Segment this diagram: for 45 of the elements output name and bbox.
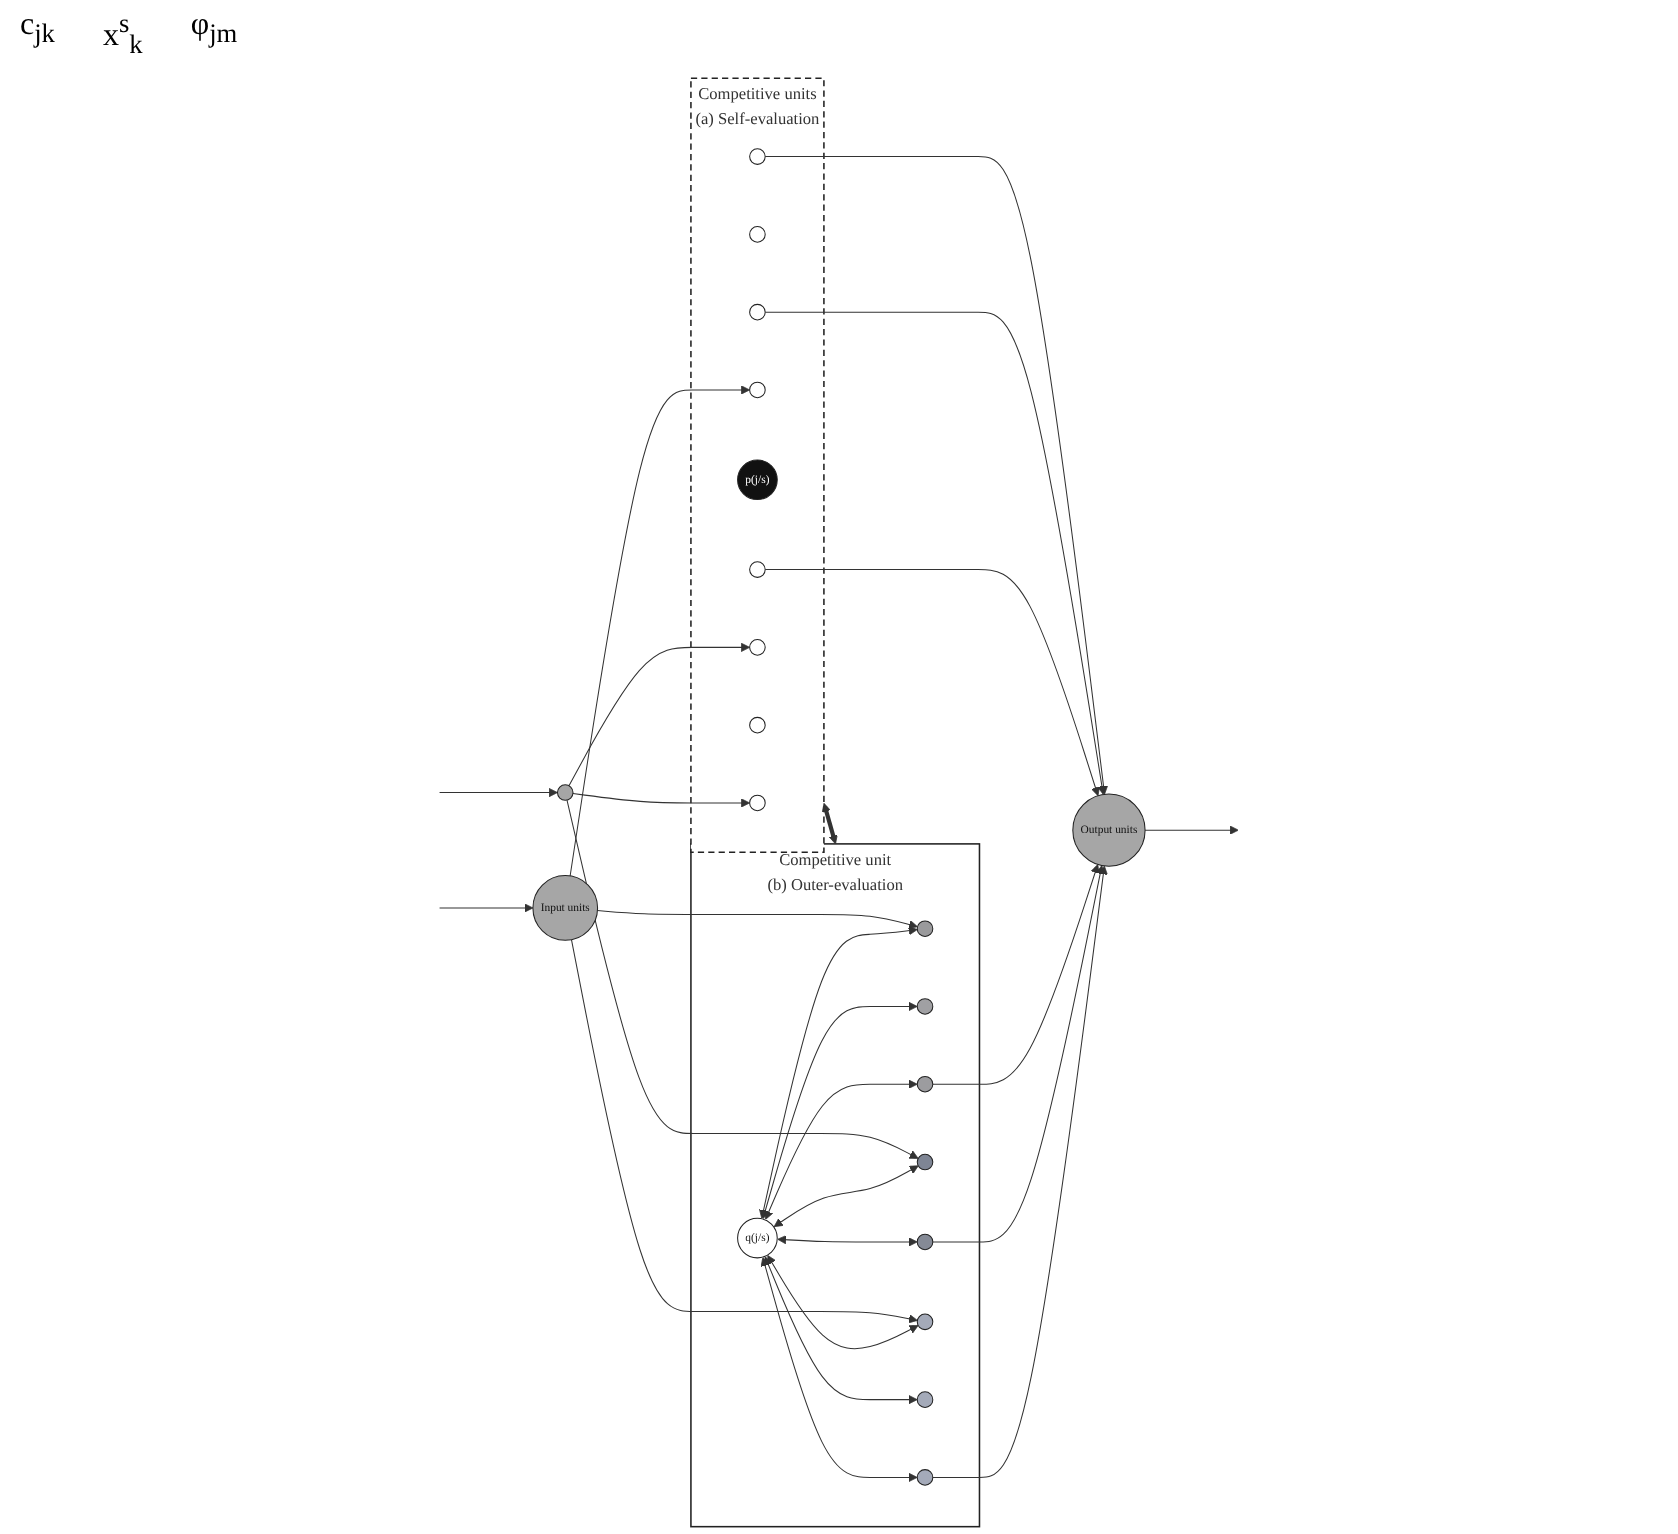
node-circle — [556, 783, 574, 800]
node-circle — [916, 1312, 934, 1330]
arrow — [439, 787, 558, 797]
node-circle — [749, 560, 766, 577]
math-label: c$_{jk}$ — [20, 8, 55, 53]
arrow — [572, 792, 751, 807]
node-circle — [749, 147, 766, 164]
arrow — [773, 1164, 919, 1227]
arrow — [569, 384, 751, 876]
arrow — [767, 1254, 919, 1349]
node-circle — [916, 1074, 934, 1092]
arrow — [596, 909, 918, 929]
arrow — [932, 864, 1105, 1242]
arrow — [764, 310, 1107, 794]
arrow — [764, 155, 1109, 794]
arrow — [566, 798, 919, 1158]
arrow — [759, 925, 918, 1218]
arrow — [570, 938, 918, 1323]
node-label: (a) Self-evaluation — [695, 109, 820, 128]
arrow — [764, 568, 1100, 796]
node-circle — [916, 1152, 934, 1170]
node-circle — [916, 1232, 934, 1250]
node-label: (b) Outer-evaluation — [767, 875, 903, 893]
node-circle — [916, 1468, 934, 1485]
arrow — [1144, 824, 1239, 834]
arrow — [932, 864, 1108, 1477]
node-circle — [916, 997, 934, 1014]
node-circle — [749, 715, 766, 733]
node-circle — [916, 1390, 934, 1407]
arrow — [764, 1078, 918, 1219]
arrow — [439, 902, 534, 912]
node-circle — [749, 302, 766, 320]
node-circle — [916, 919, 934, 936]
node-circle — [749, 638, 766, 655]
node-circle — [749, 380, 766, 398]
math-label: φ$_{jm}$ — [190, 8, 238, 53]
node-circle — [749, 225, 766, 242]
arrow — [760, 1256, 918, 1481]
arrow — [568, 641, 751, 786]
arrow — [760, 1000, 918, 1219]
node-circle — [749, 793, 766, 811]
arrow — [821, 801, 838, 844]
arrow — [764, 1255, 918, 1404]
arrow — [932, 863, 1100, 1084]
arrow — [777, 1234, 918, 1246]
